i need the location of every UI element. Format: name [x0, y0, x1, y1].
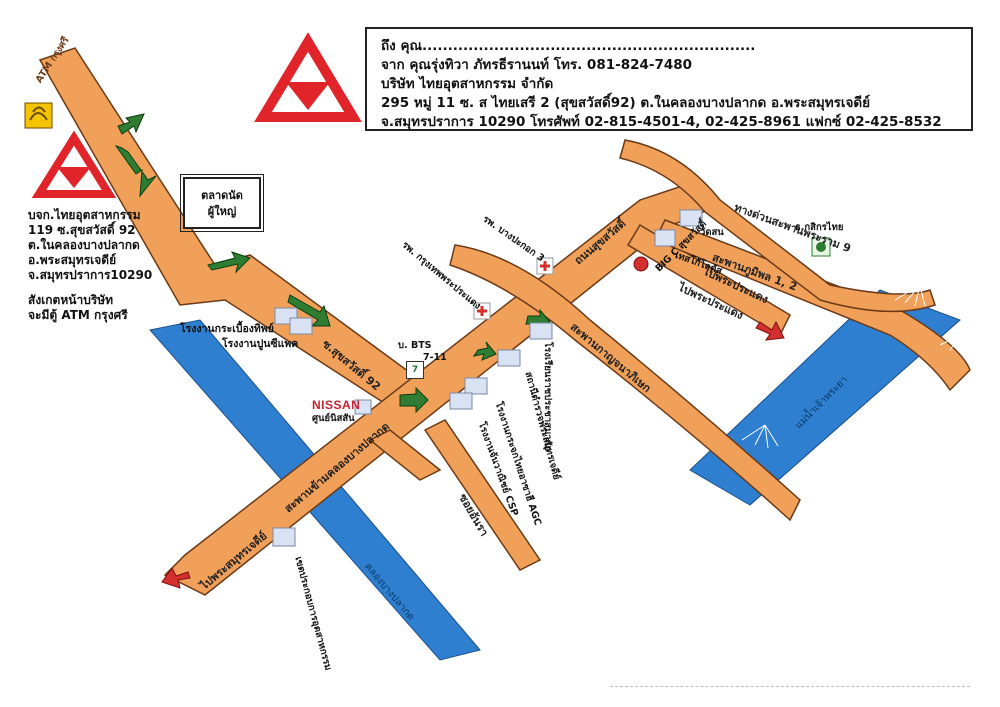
- info-line: อ.พระสมุทรเจดีย์: [28, 253, 117, 267]
- street-line: 295 หมู่ 11 ซ. ส ไทยเสรี 2 (สุขสวัสดิ์92…: [381, 95, 871, 111]
- scan-artifact: [610, 686, 970, 690]
- kasikorn-label: ธ.กสิกรไทย: [795, 222, 844, 233]
- market-line: ผู้ใหญ่: [207, 205, 237, 218]
- company-logo: [254, 32, 362, 122]
- info-line: จ.สมุทรปราการ10290: [28, 268, 153, 282]
- info-line: บจก.ไทยอุตสาหกรรม: [28, 208, 141, 222]
- province-line: จ.สมุทรปราการ 10290 โทรศัพท์ 02-815-4501…: [381, 114, 942, 130]
- info-line: ต.ในคลองบางปลากด: [28, 238, 140, 252]
- expressway-road: [619, 139, 936, 313]
- direction-arrows: [114, 113, 551, 414]
- info-line: 119 ซ.สุขสวัสดิ์ 92: [28, 223, 136, 237]
- company-logo-small: [31, 130, 117, 198]
- bridge-fans: [741, 284, 961, 449]
- lower-road: [368, 429, 442, 481]
- info-note: สังเกตหน้าบริษัท: [28, 293, 114, 307]
- info-note: จะมีตู้ ATM กรุงศรี: [28, 308, 128, 322]
- soi-ansara-road: [423, 419, 542, 571]
- bts-label: บ. BTS: [398, 340, 432, 351]
- seven-eleven-label: 7-11: [423, 352, 447, 363]
- market-line: ตลาดนัด: [201, 189, 243, 202]
- bigc-icon: [633, 256, 649, 272]
- chao-phraya-river: [689, 289, 961, 506]
- company-info: บจก.ไทยอุตสาหกรรม 119 ซ.สุขสวัสดิ์ 92 ต.…: [28, 208, 152, 323]
- tile-factory-label: โรงงานกระเบื้องทิพย์: [180, 323, 274, 335]
- wat-son-label: วัดสน: [700, 227, 724, 238]
- seven-eleven-icon: 7: [406, 361, 424, 379]
- bhumibol-road: [653, 219, 971, 392]
- buildings: [272, 209, 703, 547]
- from-line: จาก คุณรุ่งทิวา ภัทรธีรานนท์ โทร. 081-82…: [381, 57, 693, 73]
- address-box: ถึง คุณ.................................…: [365, 27, 973, 131]
- market-box: ตลาดนัด ผู้ใหญ่: [180, 174, 264, 232]
- hospital-icons: [473, 257, 554, 320]
- nissan-logo: NISSAN: [312, 398, 361, 412]
- cement-factory-label: โรงงานปูนซีแพค: [222, 338, 299, 350]
- nissan-center-label: ศูนย์นิสสัน: [312, 413, 355, 424]
- red-arrows: [161, 320, 785, 589]
- to-line: ถึง คุณ.................................…: [381, 38, 756, 54]
- company-line: บริษัท ไทยอุตสาหกรรม จำกัด: [381, 76, 554, 92]
